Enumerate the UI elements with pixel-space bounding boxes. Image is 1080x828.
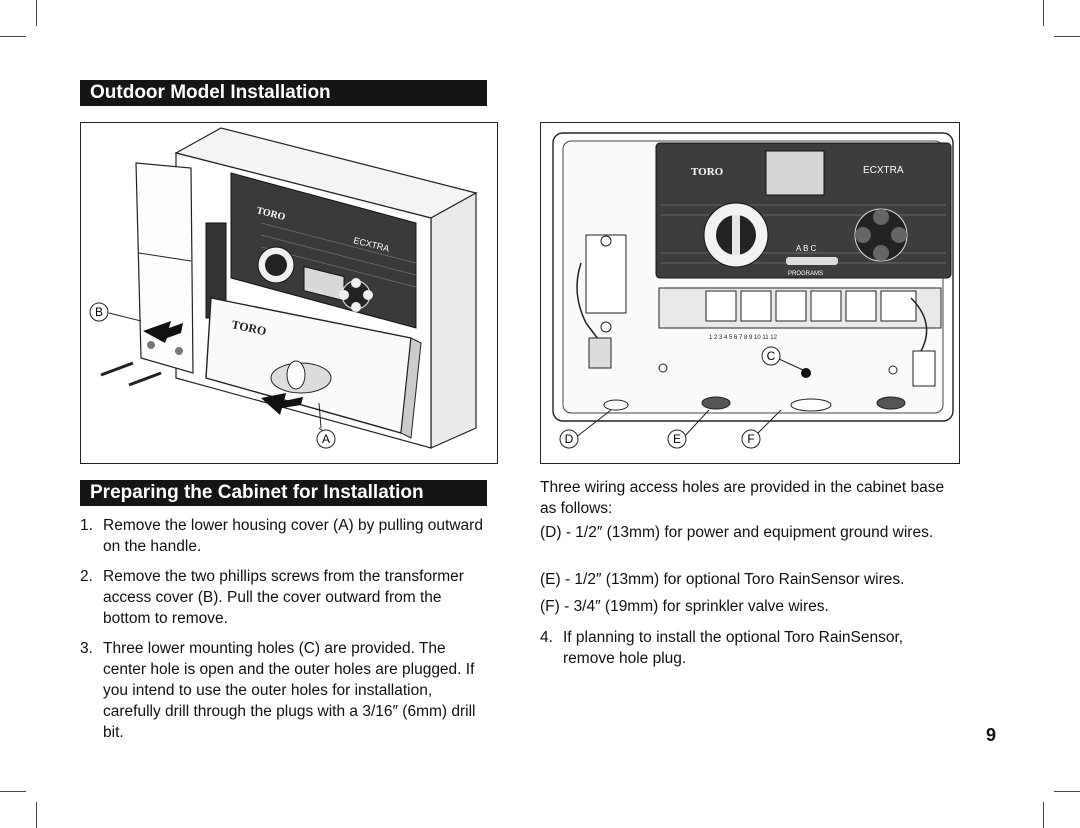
crop-mark [1043, 0, 1044, 26]
list-item: 4. If planning to install the optional T… [540, 627, 950, 669]
callout-c: C [767, 349, 776, 363]
hole-d-text: (D) - 1/2″ (13mm) for power and equipmen… [540, 524, 934, 541]
steps-list: 1. Remove the lower housing cover (A) by… [80, 515, 490, 752]
step-text: Remove the two phillips screws from the … [103, 568, 464, 627]
step-number: 3. [80, 640, 93, 657]
crop-mark [36, 0, 37, 26]
step-text: Three lower mounting holes (C) are provi… [103, 640, 476, 741]
step-number: 1. [80, 517, 93, 534]
step-number: 4. [540, 629, 553, 646]
svg-text:1 2 3 4 5 6: 1 2 3 4 5 6 7 8 9 10 11 12 [709, 335, 778, 341]
callout-e: E [673, 432, 681, 446]
callout-f: F [747, 432, 754, 446]
crop-mark [1054, 791, 1080, 792]
step-4-list: 4. If planning to install the optional T… [540, 627, 950, 678]
callout-d: D [565, 432, 574, 446]
page-number: 9 [986, 725, 997, 745]
right-figure-model: ECXTRA [863, 165, 904, 176]
crop-mark [36, 802, 37, 828]
crop-mark [1054, 36, 1080, 37]
hole-e-text: (E) - 1/2″ (13mm) for optional Toro Rain… [540, 571, 905, 588]
callout-a: A [322, 432, 330, 446]
section-heading-outdoor-installation: Outdoor Model Installation [80, 80, 487, 106]
right-figure-brand: TORO [691, 166, 724, 178]
callout-b: B [95, 305, 103, 319]
section-heading-preparing-cabinet: Preparing the Cabinet for Installation [80, 480, 487, 506]
hole-f-text: (F) - 3/4″ (19mm) for sprinkler valve wi… [540, 598, 829, 615]
step-text: Remove the lower housing cover (A) by pu… [103, 517, 483, 555]
abc-label: A B C [796, 244, 817, 253]
programs-label: PROGRAMS [788, 271, 823, 277]
list-item: 1. Remove the lower housing cover (A) by… [80, 515, 490, 557]
left-figure-controller-cabinet: TORO ECXTRA TORO B A [80, 122, 498, 464]
crop-mark [0, 36, 26, 37]
step-text: If planning to install the optional Toro… [563, 629, 904, 667]
crop-mark [0, 791, 26, 792]
step-number: 2. [80, 568, 93, 585]
list-item: 3. Three lower mounting holes (C) are pr… [80, 638, 490, 743]
wiring-holes-intro: Three wiring access holes are provided i… [540, 479, 945, 517]
right-figure-cabinet-interior: TORO ECXTRA A B C PROGRAMS 1 2 3 4 5 6 7… [540, 122, 960, 464]
crop-mark [1043, 802, 1044, 828]
list-item: 2. Remove the two phillips screws from t… [80, 566, 490, 629]
